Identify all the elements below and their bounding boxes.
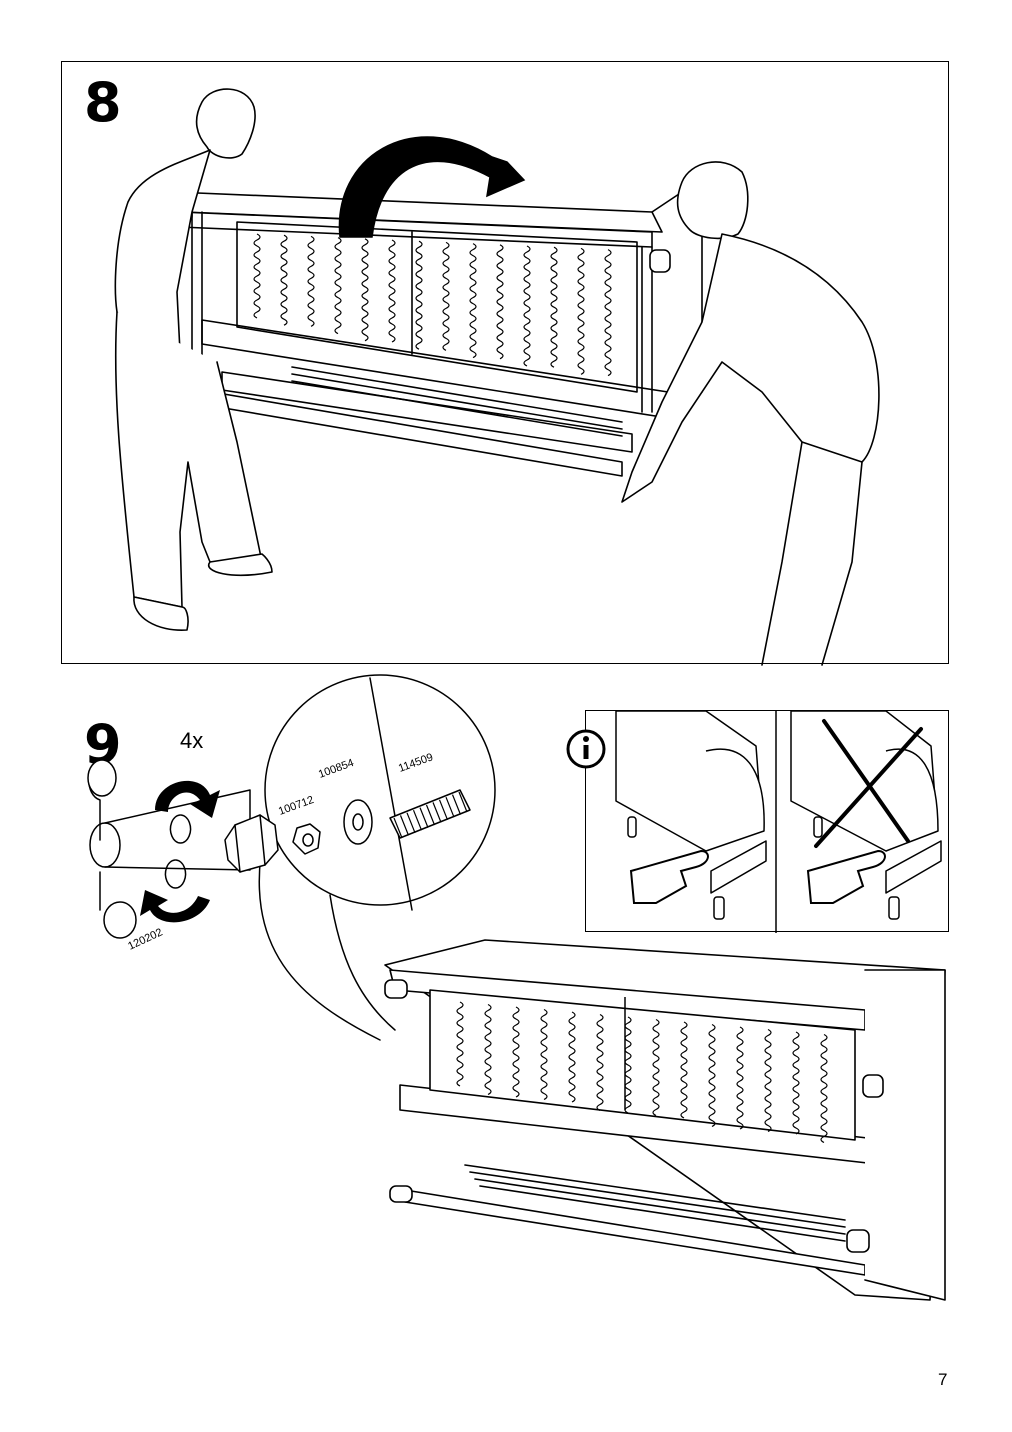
spring [253, 233, 261, 319]
bolt-thread [451, 794, 462, 815]
bolt-thread [412, 809, 423, 831]
bolt-thread [438, 799, 449, 821]
spring [456, 1001, 464, 1087]
spring [523, 245, 531, 367]
bolt-thread [399, 815, 410, 836]
spring [415, 240, 423, 350]
step-8-panel: 8 [61, 61, 949, 666]
bolt-thread [406, 812, 416, 834]
spring [512, 1006, 520, 1098]
spring [307, 235, 315, 327]
bolt-thread [432, 802, 442, 823]
rotate-arrow [338, 136, 526, 238]
spring [568, 1011, 576, 1103]
spring [652, 1018, 660, 1117]
spring [442, 241, 450, 351]
spring [280, 234, 288, 326]
spring [764, 1028, 772, 1133]
info-illustration [566, 710, 942, 933]
step-9-sofa-illustration [384, 939, 946, 1301]
spring [484, 1003, 492, 1096]
spring [596, 1013, 604, 1112]
bolt-thread [393, 817, 403, 839]
quantity-label: 4x [180, 728, 203, 753]
spring [604, 249, 612, 377]
spring [820, 1033, 828, 1144]
bolt-thread [445, 796, 455, 818]
spring [540, 1008, 548, 1101]
spring [388, 239, 396, 343]
spring [680, 1021, 688, 1119]
person-left [114, 88, 273, 631]
bolt-thread [419, 807, 429, 828]
spring [361, 238, 369, 342]
cross-icon [814, 719, 923, 848]
step-8-illustration [114, 88, 880, 666]
spring [577, 247, 585, 375]
info-panel [566, 710, 949, 933]
spring [334, 237, 342, 335]
spring [496, 244, 504, 360]
step-9-tool-illustration: 4x 120202 100712 100854 114509 [87, 674, 496, 1041]
page-number: 7 [938, 1370, 948, 1389]
bolt-thread [458, 791, 468, 813]
bolt-thread [425, 804, 436, 826]
spring [708, 1023, 716, 1128]
person-right [621, 161, 880, 666]
spring [469, 243, 477, 359]
spring [550, 246, 558, 368]
spring [736, 1026, 744, 1130]
hand-pointing-wrong [806, 849, 886, 904]
spring [792, 1031, 800, 1135]
spring [624, 1016, 632, 1114]
step-8-number: 8 [84, 71, 122, 134]
hand-pointing-correct [629, 849, 709, 904]
